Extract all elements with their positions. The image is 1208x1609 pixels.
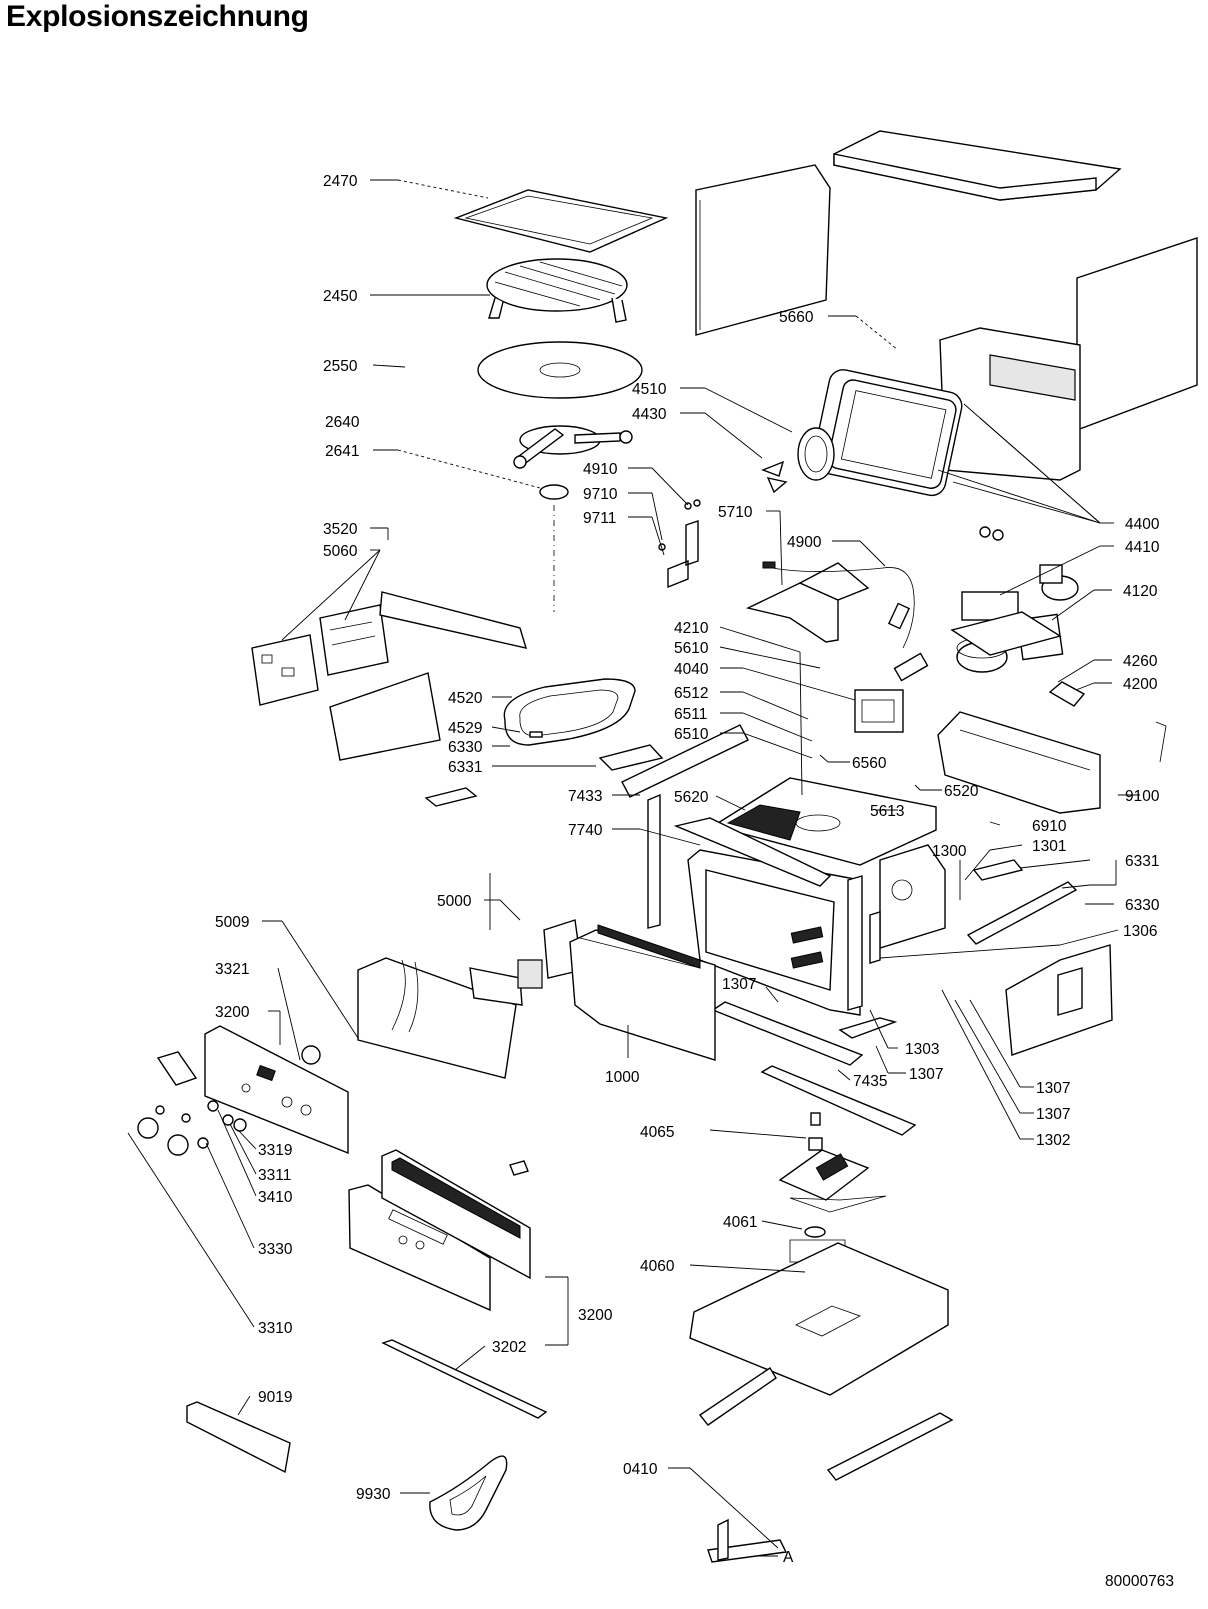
part-drawings (137, 130, 1198, 1563)
part-label: 2641 (325, 443, 359, 460)
part-label: 4260 (1123, 653, 1158, 670)
part-label: 4520 (448, 690, 483, 707)
part-label: 3319 (258, 1142, 292, 1159)
part-label: 4410 (1125, 539, 1160, 556)
part-label: 5710 (718, 504, 753, 521)
part-label: 2450 (323, 288, 358, 305)
part-label: 4900 (787, 534, 822, 551)
part-label: 6520 (944, 783, 979, 800)
part-label: 6512 (674, 685, 708, 702)
part-label: 3200 (578, 1307, 613, 1324)
part-label: A (783, 1549, 794, 1566)
part-label: 3310 (258, 1320, 293, 1337)
part-label: 5060 (323, 543, 358, 560)
part-label: 7740 (568, 822, 603, 839)
part-label: 4060 (640, 1258, 675, 1275)
part-label: 6331 (448, 759, 482, 776)
part-label: 1301 (1032, 838, 1066, 855)
part-label: 2640 (325, 414, 360, 431)
part-label: 6511 (674, 706, 707, 723)
part-label: 1303 (905, 1041, 939, 1058)
part-label: 7435 (853, 1073, 887, 1090)
part-label: 4210 (674, 620, 709, 637)
part-label: 7433 (568, 788, 602, 805)
part-label: 4430 (632, 406, 667, 423)
part-label: 1306 (1123, 923, 1157, 940)
part-label: 1307 (1036, 1080, 1070, 1097)
part-label: 4040 (674, 661, 709, 678)
part-label: 4061 (723, 1214, 757, 1231)
part-label: 4200 (1123, 676, 1158, 693)
part-label: 6910 (1032, 818, 1067, 835)
part-label: 3330 (258, 1241, 293, 1258)
part-label: 2470 (323, 173, 358, 190)
part-label: 4510 (632, 381, 667, 398)
part-label: 1307 (722, 976, 756, 993)
part-label: 5613 (870, 803, 904, 820)
part-label: 6331 (1125, 853, 1159, 870)
part-label: 5660 (779, 309, 814, 326)
document-number: 80000763 (1105, 1573, 1174, 1590)
part-label: 6560 (852, 755, 887, 772)
part-label: 4400 (1125, 516, 1160, 533)
part-labels: 2470 2450 2550 2640 2641 5660 4510 4430 … (215, 173, 1160, 1566)
part-label: 4529 (448, 720, 482, 737)
part-label: 3321 (215, 961, 249, 978)
part-label: 9100 (1125, 788, 1160, 805)
part-label: 3202 (492, 1339, 526, 1356)
part-label: 4120 (1123, 583, 1158, 600)
part-label: 9019 (258, 1389, 292, 1406)
part-label: 6330 (1125, 897, 1160, 914)
page-title: Explosionszeichnung (6, 0, 309, 33)
part-label: 3200 (215, 1004, 250, 1021)
part-label: 4065 (640, 1124, 674, 1141)
part-label: 1000 (605, 1069, 640, 1086)
part-label: 5620 (674, 789, 709, 806)
part-label: 6510 (674, 726, 709, 743)
part-label: 0410 (623, 1461, 658, 1478)
part-label: 5000 (437, 893, 472, 910)
part-label: 9710 (583, 486, 618, 503)
part-label: 3410 (258, 1189, 293, 1206)
part-label: 3311 (258, 1167, 291, 1184)
part-label: 1307 (909, 1066, 943, 1083)
part-label: 1300 (932, 843, 967, 860)
part-label: 3520 (323, 521, 358, 538)
part-label: 9930 (356, 1486, 391, 1503)
part-label: 6330 (448, 739, 483, 756)
part-label: 1302 (1036, 1132, 1070, 1149)
part-label: 1307 (1036, 1106, 1070, 1123)
part-label: 5009 (215, 914, 249, 931)
part-label: 2550 (323, 358, 358, 375)
part-label: 4910 (583, 461, 618, 478)
part-label: 9711 (583, 510, 616, 527)
leader-lines (127, 179, 1140, 1557)
part-label: 5610 (674, 640, 709, 657)
